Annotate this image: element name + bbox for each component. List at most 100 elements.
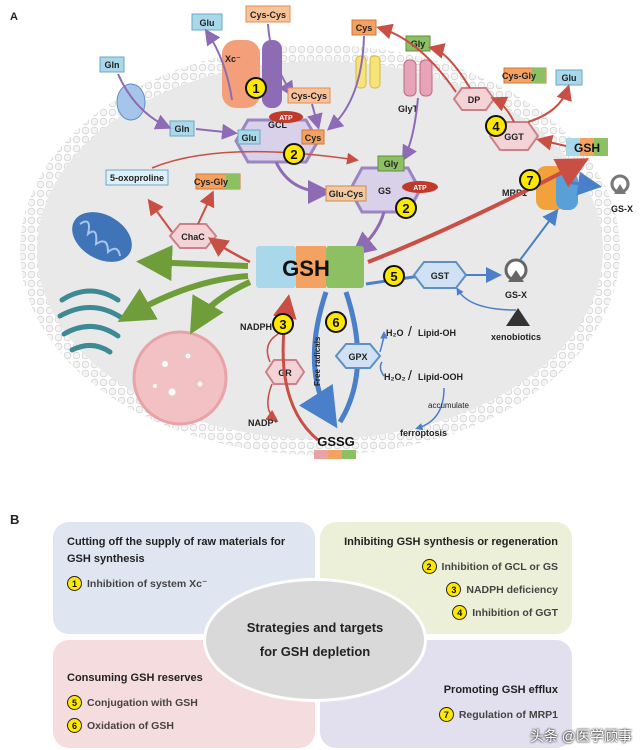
svg-text:Cys-Gly: Cys-Gly (502, 71, 536, 81)
svg-text:NADPH: NADPH (240, 322, 272, 332)
svg-text:GSSG: GSSG (317, 434, 355, 449)
svg-text:H₂O: H₂O (386, 328, 404, 338)
svg-text:GS: GS (378, 186, 391, 196)
glu-top-box: Glu (191, 13, 223, 31)
panel-letter-b: B (10, 512, 20, 527)
quadrant-title: Promoting GSH efflux (443, 684, 558, 696)
svg-text:GS-X: GS-X (611, 204, 633, 214)
watermark: 头条 @医学顾事 (529, 728, 632, 744)
svg-text:GSH: GSH (574, 141, 600, 155)
gsx-in-icon: GS-X (504, 258, 528, 300)
svg-text:Glu: Glu (200, 18, 215, 28)
svg-text:DP: DP (468, 95, 481, 105)
svg-text:GGT: GGT (504, 132, 524, 142)
gssg-box: GSSG (314, 434, 356, 459)
svg-text:Glu-Cys: Glu-Cys (329, 189, 364, 199)
svg-text:GPX: GPX (348, 352, 367, 362)
panel-a: A Xc⁻ Glu Cys-Cys Cys-Cys Gln Gln GCL Gl… (10, 5, 633, 459)
svg-text:Glu: Glu (562, 73, 577, 83)
svg-text:6: 6 (332, 315, 339, 330)
svg-text:GS-X: GS-X (505, 290, 527, 300)
svg-text:5: 5 (390, 269, 397, 284)
svg-text:/: / (408, 367, 412, 383)
svg-text:Gly: Gly (411, 39, 426, 49)
cys-cys-top-box: Cys-Cys (245, 5, 291, 23)
svg-text:ferroptosis: ferroptosis (400, 428, 447, 438)
marker-7: 7 (519, 169, 541, 191)
svg-text:GST: GST (431, 271, 450, 281)
svg-text:H₂O₂: H₂O₂ (384, 372, 406, 382)
svg-text:Gly: Gly (384, 159, 399, 169)
pathway-diagram: A Xc⁻ Glu Cys-Cys Cys-Cys Gln Gln GCL Gl… (10, 5, 633, 459)
svg-text:2: 2 (290, 147, 297, 162)
svg-text:Cys: Cys (305, 133, 322, 143)
marker-4: 4 (485, 115, 507, 137)
cys-gly-left-box: Cys-Gly (194, 173, 241, 190)
cys-transporter: Cys (351, 19, 381, 89)
xenobiotics-icon: xenobiotics (491, 308, 541, 342)
svg-text:/: / (408, 323, 412, 339)
svg-text:Cys-Gly: Cys-Gly (194, 177, 228, 187)
center-oval: Strategies and targets for GSH depletion (203, 578, 427, 702)
svg-text:7: 7 (526, 173, 533, 188)
panel-letter-a: A (10, 11, 18, 23)
svg-text:MRP1: MRP1 (502, 188, 527, 198)
gpx-enzyme: GPX (334, 343, 382, 369)
svg-text:Cys-Cys: Cys-Cys (291, 91, 327, 101)
gsh-right-box: GSH (566, 138, 608, 156)
mitochondrion-icon (72, 212, 132, 262)
nucleus-icon (132, 330, 228, 426)
svg-text:NADP⁺: NADP⁺ (248, 418, 279, 428)
center-title-line2: for GSH depletion (259, 644, 371, 659)
cys-gly-right-box: Cys-Gly (502, 67, 547, 84)
svg-text:ChaC: ChaC (181, 232, 205, 242)
svg-text:Xc⁻: Xc⁻ (225, 54, 241, 64)
svg-text:2: 2 (402, 201, 409, 216)
svg-text:Free radicals: Free radicals (313, 336, 322, 386)
chac-enzyme: ChaC (168, 223, 218, 249)
svg-text:Cys-Cys: Cys-Cys (250, 10, 286, 20)
svg-text:GlyT: GlyT (398, 104, 419, 114)
svg-text:5-oxoproline: 5-oxoproline (110, 173, 164, 183)
marker-1: 1 (245, 77, 267, 99)
svg-text:GSH: GSH (282, 256, 330, 281)
svg-text:GCL: GCL (268, 120, 288, 130)
svg-text:4: 4 (492, 119, 500, 134)
svg-text:Lipid-OOH: Lipid-OOH (418, 372, 463, 382)
quadrant-title: Inhibiting GSH synthesis or regeneration (344, 536, 558, 548)
svg-text:accumulate: accumulate (428, 401, 469, 410)
gsx-out-icon: GS-X (610, 174, 633, 214)
center-title-line1: Strategies and targets (246, 620, 384, 635)
svg-text:xenobiotics: xenobiotics (491, 332, 541, 342)
svg-text:Lipid-OH: Lipid-OH (418, 328, 456, 338)
svg-text:Gln: Gln (175, 124, 190, 134)
svg-text:Gln: Gln (105, 60, 120, 70)
quadrant-title: Consuming GSH reserves (67, 672, 203, 684)
marker-5: 5 (383, 265, 405, 287)
dp-enzyme: DP (452, 87, 496, 111)
gsh-center: GSH (256, 246, 364, 288)
quadrant-title: Cutting off the supply of raw materials … (67, 536, 286, 565)
golgi-icon (57, 288, 125, 355)
glu-right-box: Glu (555, 69, 583, 86)
cys-cys-mid-box: Cys-Cys (287, 87, 331, 104)
glyt-transporter: Gly GlyT (398, 35, 433, 114)
svg-text:ATP: ATP (279, 115, 293, 122)
marker-2b: 2 (395, 197, 417, 219)
svg-text:Cys: Cys (356, 23, 373, 33)
gst-enzyme: GST (412, 261, 468, 289)
svg-text:3: 3 (279, 317, 286, 332)
marker-3: 3 (272, 313, 294, 335)
oxoproline-box: 5-oxoproline (105, 169, 169, 186)
svg-text:1: 1 (252, 81, 259, 96)
gln-transporter: Gln Gln (99, 56, 195, 137)
panel-b: B Cutting off the supply of raw material… (0, 512, 640, 750)
svg-text:Glu: Glu (242, 133, 257, 143)
